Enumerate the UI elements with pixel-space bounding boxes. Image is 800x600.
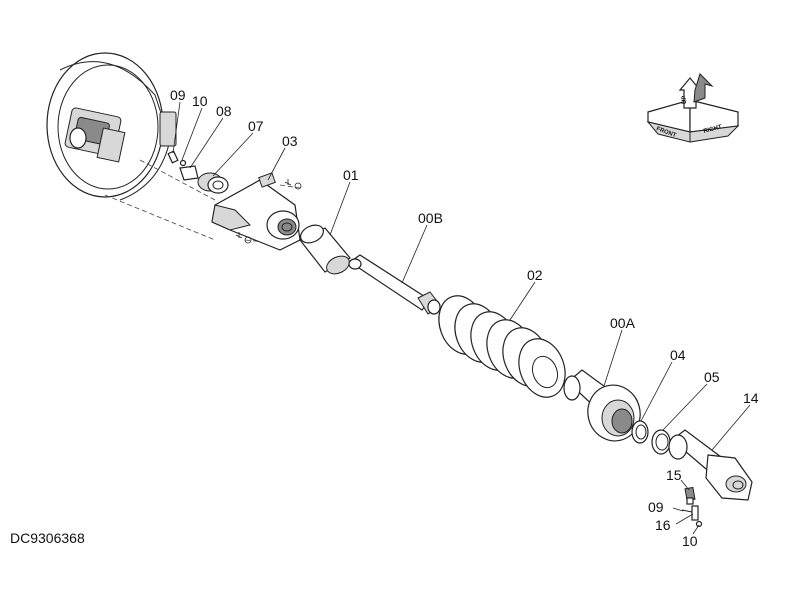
part-16	[691, 505, 699, 521]
assembly-line	[139, 159, 216, 201]
yoke-14	[668, 429, 753, 501]
drawing-code: DC9306368	[10, 530, 85, 546]
label-02: 02	[527, 267, 543, 283]
bracket-03	[211, 172, 302, 251]
clip-10-bottom	[695, 520, 703, 528]
ring-05	[651, 429, 671, 455]
clip-10-top	[179, 159, 187, 167]
label-04: 04	[670, 347, 686, 363]
orientation-label-right: RIGHT	[703, 124, 723, 135]
leader-lines	[172, 101, 751, 535]
pin-09-top	[167, 150, 179, 164]
label-15: 15	[666, 467, 682, 483]
label-00B: 00B	[418, 210, 443, 226]
orientation-label-up: UP	[682, 96, 688, 104]
label-09-bottom: 09	[648, 499, 664, 515]
cylinder-00A	[563, 369, 641, 442]
idler-wheel	[46, 52, 177, 201]
label-07: 07	[248, 118, 264, 134]
orientation-icon: FRONT RIGHT UP	[646, 73, 740, 143]
rod-00B	[348, 254, 441, 315]
assembly-line	[279, 184, 301, 189]
label-08: 08	[216, 103, 232, 119]
label-10-bottom: 10	[682, 533, 698, 549]
pin-09-bottom	[681, 509, 693, 513]
spring-02	[438, 295, 566, 398]
plate-08	[179, 165, 199, 181]
label-00A: 00A	[610, 315, 636, 331]
label-03: 03	[282, 133, 298, 149]
label-14: 14	[743, 390, 759, 406]
ring-04	[631, 420, 649, 444]
assembly-line	[104, 194, 216, 241]
label-10-top: 10	[192, 93, 208, 109]
label-16: 16	[655, 517, 671, 533]
label-09-top: 09	[170, 87, 186, 103]
collar-07	[197, 172, 229, 194]
label-05: 05	[704, 369, 720, 385]
label-01: 01	[343, 167, 359, 183]
sleeve-01	[299, 224, 351, 275]
bolt-15	[684, 486, 696, 505]
